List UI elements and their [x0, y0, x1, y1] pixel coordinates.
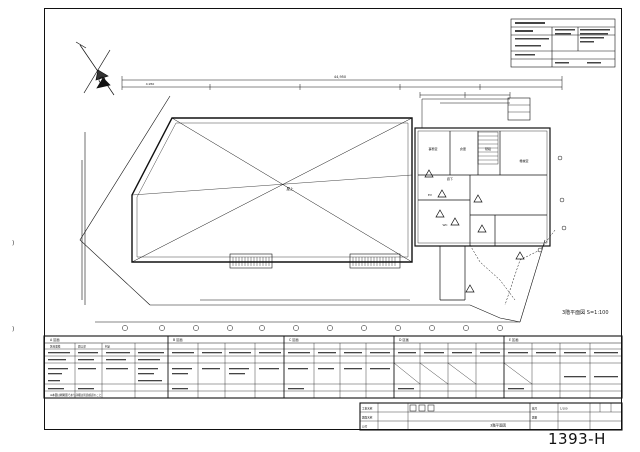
calculation-table: [43, 335, 623, 399]
title-block-labels: 工事名称 図面名称 日付 縮尺 1/100 図番 3階平面図: [362, 407, 568, 429]
label-date: 日付: [362, 425, 368, 429]
table-header-area: 区画面積: [50, 345, 61, 349]
room-label-corridor: 廊下: [447, 176, 453, 181]
north-arrow-icon: [75, 41, 115, 96]
table-header-opening: 開口部: [78, 345, 86, 349]
sheet-number: 1393-H: [548, 430, 606, 448]
title-block: [359, 402, 623, 431]
room-label-wc: WC: [442, 223, 447, 227]
table-title-c: C 区画: [289, 337, 299, 342]
vent-hatch: [232, 257, 396, 266]
plan-scale-label: 3階平面図 S=1:100: [562, 310, 609, 316]
table-title-a: A 区画: [50, 337, 60, 342]
value-scale: 1/100: [560, 407, 568, 411]
label-drawing: 図面名称: [362, 416, 373, 420]
roof-area: [131, 117, 413, 269]
label-sheet: 図番: [532, 416, 538, 420]
info-box: [510, 18, 616, 68]
table-title-d: D 区画: [399, 337, 409, 342]
column-grid-bubbles: [122, 325, 503, 331]
room-label-machine: 機械室: [519, 158, 528, 163]
dimension-lines-top: [121, 76, 563, 104]
table-title-e: E 区画: [509, 337, 518, 342]
drawing-title: 3階平面図: [490, 423, 506, 428]
room-label-office: 事務室: [428, 146, 437, 151]
roof-label: 屋上: [287, 186, 295, 191]
dimension-overall: 44,950: [334, 75, 346, 79]
table-header-judgement: 判定: [105, 345, 111, 349]
margin-mark-1: ): [12, 240, 15, 247]
table-section-titles: A 区画 B 区画 C 区画 D 区画 E 区画 区画面積 開口部 判定: [50, 337, 518, 349]
site-boundary: [79, 95, 546, 323]
building-core: [414, 97, 551, 301]
room-label-stair: 階段: [485, 146, 491, 151]
room-label-storage: 倉庫: [460, 146, 466, 151]
table-title-b: B 区画: [173, 337, 183, 342]
margin-mark-2: ): [12, 326, 15, 333]
escape-route: [469, 229, 556, 306]
table-cell-marks: [48, 352, 618, 390]
stair-treads: [478, 135, 498, 161]
label-scale: 縮尺: [532, 407, 538, 411]
label-project: 工事名称: [362, 407, 373, 411]
route-nodes: [537, 155, 567, 253]
dimension-values-top: 44,950 4,950: [146, 75, 346, 86]
table-footnote: ※本図は概略図であり詳細は別途確認のこと: [50, 393, 102, 397]
warning-icons: [424, 169, 525, 293]
room-labels: 事務室 倉庫 機械室 廊下 EV WC 階段: [428, 146, 528, 227]
dimension-left: 4,950: [146, 82, 155, 86]
room-label-ev: EV: [428, 193, 433, 197]
